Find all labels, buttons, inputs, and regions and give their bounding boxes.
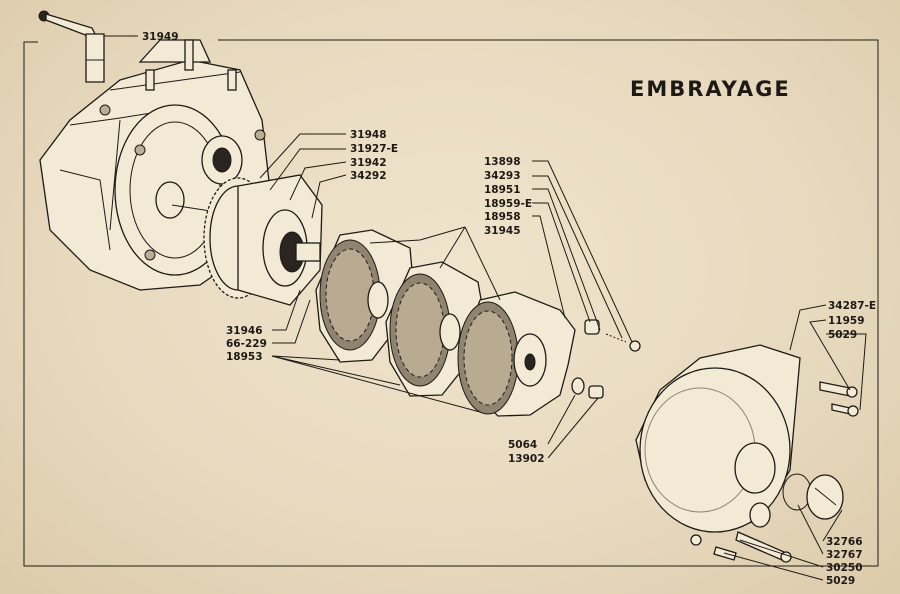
label-31927-e: 31927-E	[350, 143, 398, 155]
label-5064: 5064	[508, 439, 537, 451]
label-34287-e: 34287-E	[828, 300, 876, 312]
label-31948: 31948	[350, 129, 387, 141]
label-5029-top: 5029	[828, 329, 857, 341]
label-32766: 32766	[826, 536, 863, 548]
label-18958: 18958	[484, 211, 521, 223]
label-31942: 31942	[350, 157, 387, 169]
label-5029-bottom: 5029	[826, 575, 855, 587]
label-18959-e: 18959-E	[484, 198, 532, 210]
part-clutch-cover	[635, 344, 844, 533]
part-cover-screws-top	[819, 381, 859, 417]
label-13902: 13902	[508, 453, 545, 465]
part-clutch-drum	[203, 174, 323, 306]
label-31949: 31949	[142, 31, 179, 43]
part-clutch-disc-3	[457, 291, 576, 417]
label-13898: 13898	[484, 156, 521, 168]
label-18951: 18951	[484, 184, 521, 196]
part-small-fasteners	[571, 319, 641, 399]
label-34293: 34293	[484, 170, 521, 182]
leader-lines	[104, 35, 867, 581]
label-18953: 18953	[226, 351, 263, 363]
label-32767: 32767	[826, 549, 863, 561]
frame-border	[23, 39, 879, 567]
label-11959: 11959	[828, 315, 865, 327]
label-31945: 31945	[484, 225, 521, 237]
label-34292: 34292	[350, 170, 387, 182]
part-lever	[38, 10, 105, 83]
label-31946: 31946	[226, 325, 263, 337]
part-labels: 31949 31948 31927-E 31942 34292 13898 34…	[142, 31, 876, 587]
diagram-title: EMBRAYAGE	[630, 77, 791, 101]
label-66-229: 66-229	[226, 338, 267, 350]
label-30250: 30250	[826, 562, 863, 574]
